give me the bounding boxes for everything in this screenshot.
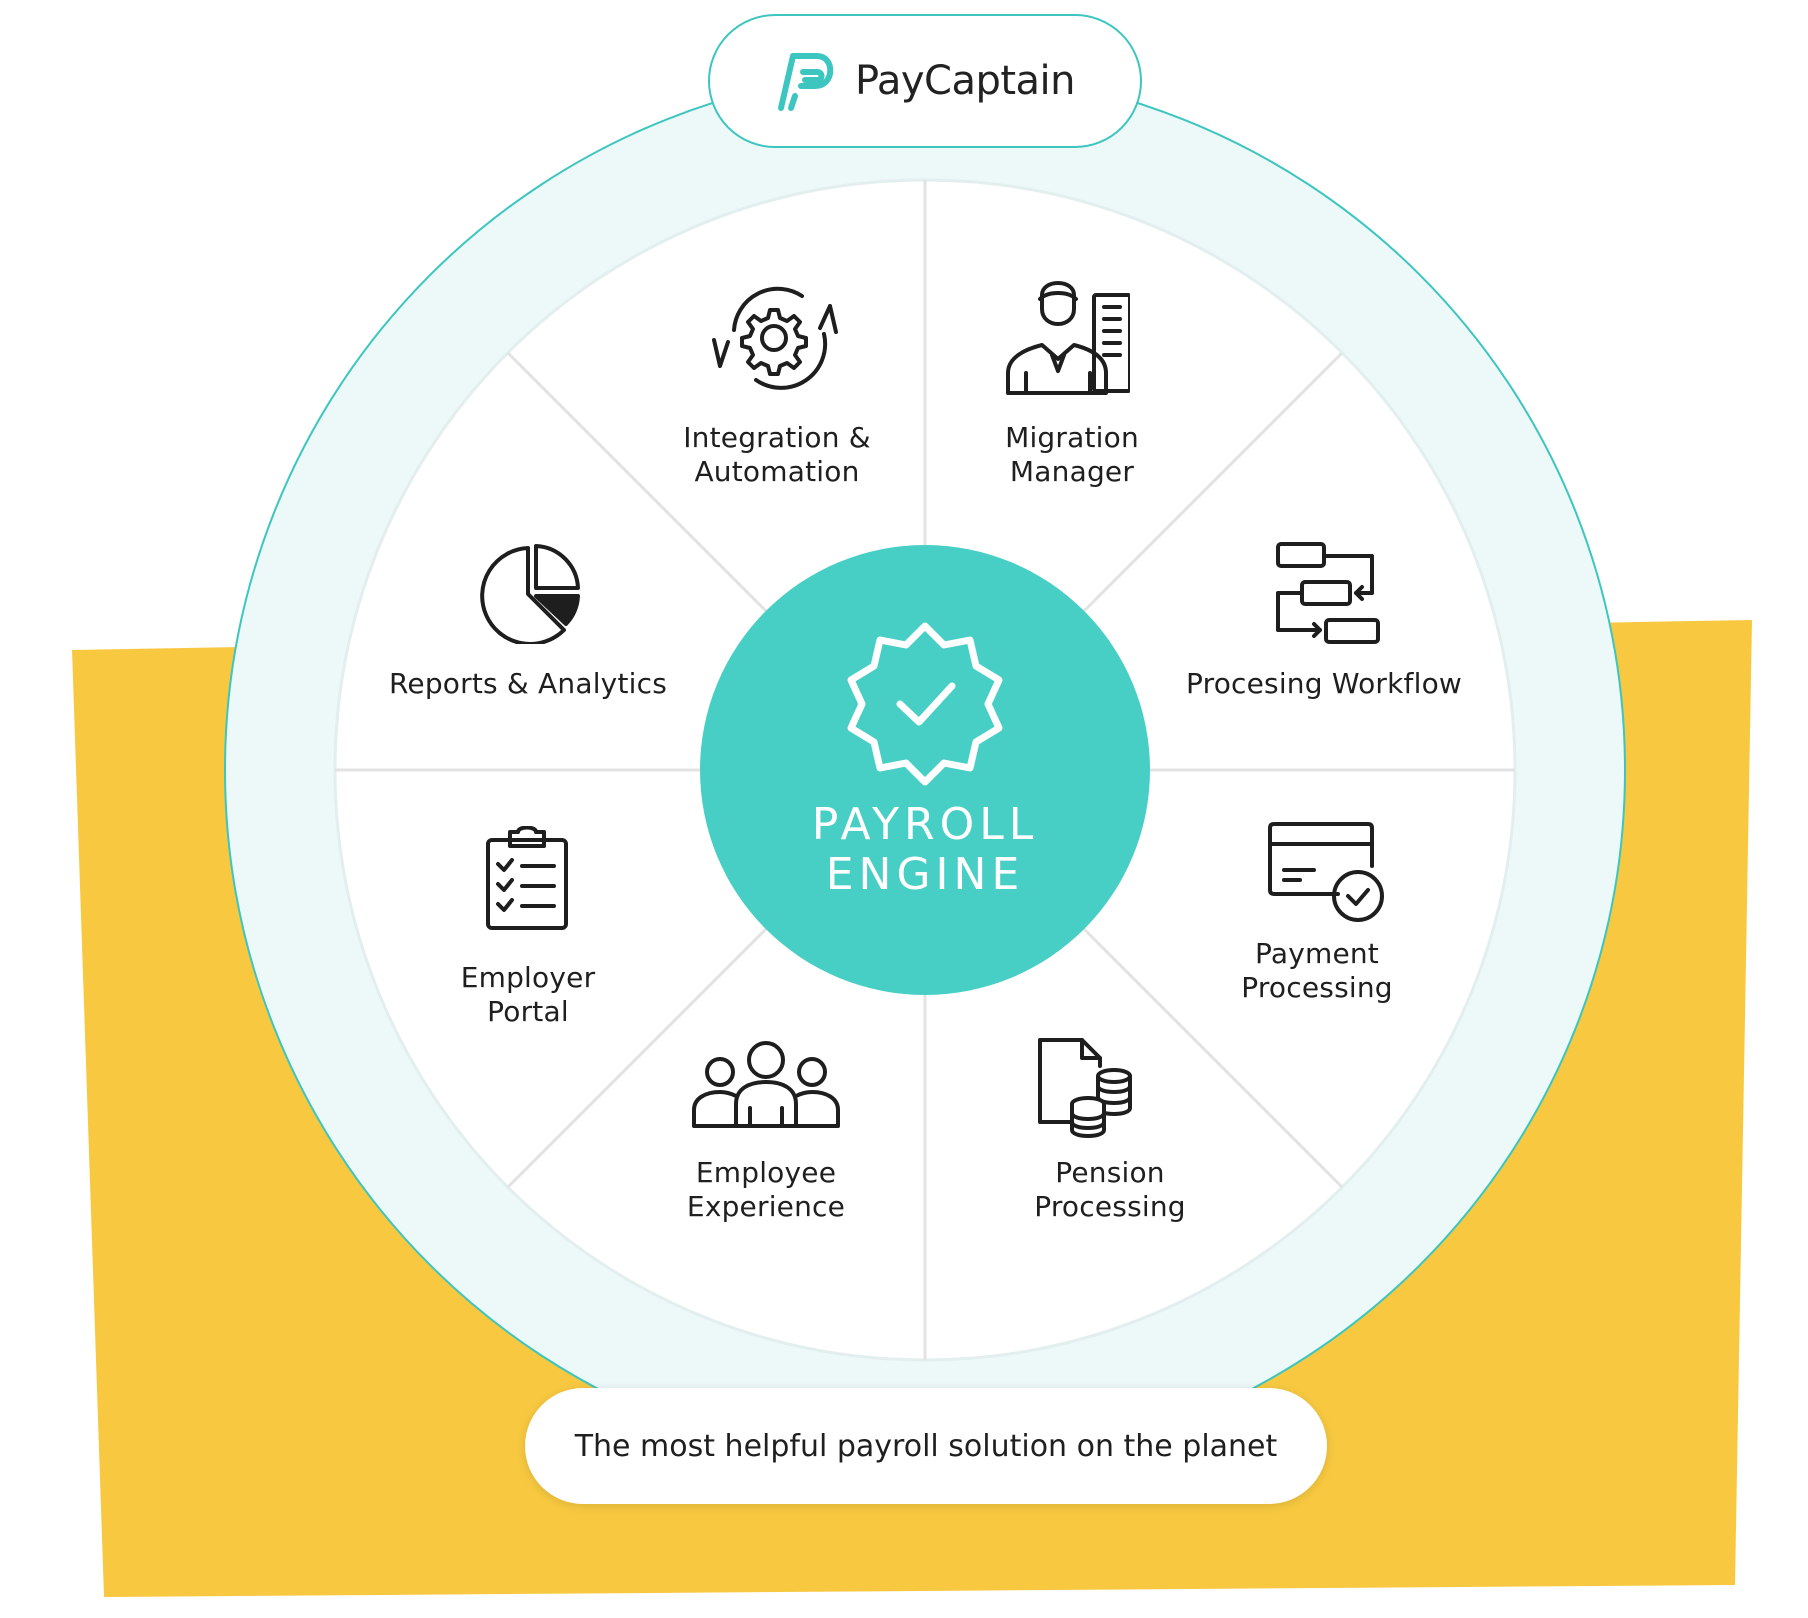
workflow-icon [1276, 542, 1380, 644]
brand-name: PayCaptain [855, 58, 1076, 104]
tagline-text: The most helpful payroll solution on the… [574, 1428, 1278, 1464]
paycaptain-p-logo-icon [778, 53, 834, 111]
verified-badge-check-icon [847, 622, 1003, 786]
people-group-icon [692, 1041, 840, 1128]
segment-label-employer: Employer Portal [460, 961, 596, 1028]
segment-label-employee: Employee Experience [686, 1156, 846, 1223]
clipboard-checklist-icon [486, 826, 568, 930]
segment-label-integration: Integration & Automation [683, 421, 871, 488]
center-title: PAYROLL ENGINE [811, 799, 1039, 900]
segment-label-pension: Pension Processing [1034, 1156, 1186, 1223]
center-circle [700, 545, 1150, 995]
segment-label-reports: Reports & Analytics [389, 667, 667, 700]
gear-sync-icon [712, 286, 838, 390]
segment-label-migration: Migration Manager [1005, 421, 1139, 488]
document-coins-icon [1038, 1038, 1132, 1138]
manager-document-icon [1006, 281, 1130, 395]
pie-chart-icon [480, 544, 580, 644]
card-check-icon [1268, 822, 1384, 922]
segment-label-workflow: Procesing Workflow [1186, 667, 1462, 700]
brand-logo-pill: PayCaptain [708, 14, 1142, 148]
tagline-pill: The most helpful payroll solution on the… [525, 1388, 1327, 1504]
segment-label-payment: Payment Processing [1241, 937, 1393, 1004]
segment-dividers [335, 180, 1515, 1360]
